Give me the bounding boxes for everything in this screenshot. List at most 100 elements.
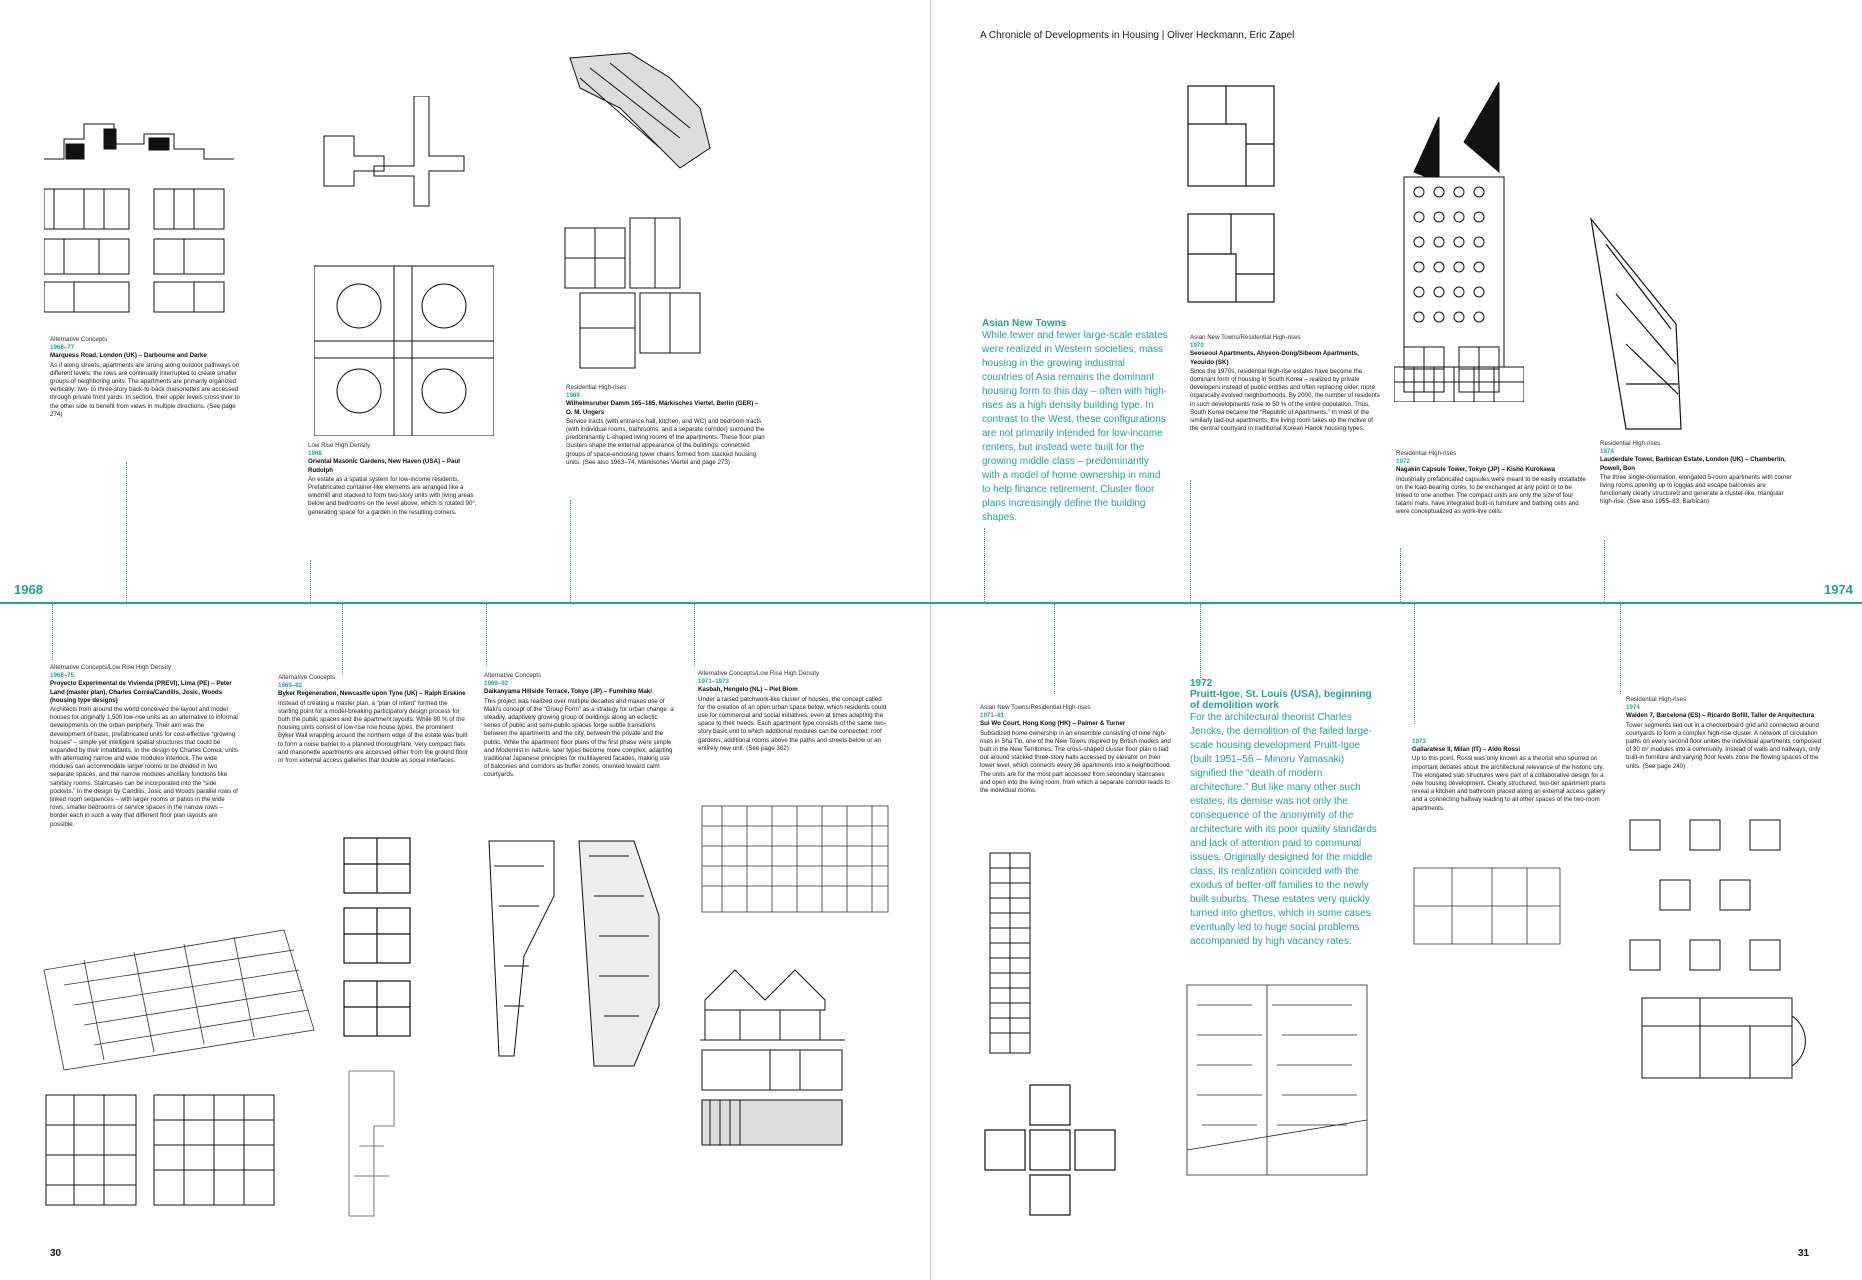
drawing-walden-7-interior [1641,997,1806,1079]
timeline-axis [0,602,1862,604]
entry-title: Nagakin Capsule Tower, Tokyo (JP) – Kish… [1396,466,1555,474]
drawing-byker-site [348,1070,395,1217]
entry-title: Oriental Masonic Gardens, New Haven (USA… [308,458,460,474]
entry-year: 1973 [1412,738,1426,745]
entry-description: Subsidized home ownership in an ensemble… [980,729,1172,794]
page-spine [930,0,931,1280]
drawing-kasbah-section [700,969,845,1146]
drawing-daikanyama-site [578,840,660,1067]
entry-year: 1968 [308,450,322,458]
connector-line [1604,540,1605,602]
entry-year: 1972 [1396,458,1410,466]
entry-category: Residential High-rises [1600,440,1661,447]
feature-title: Pruitt-Igoe, St. Louis (USA), beginning … [1190,689,1372,711]
entry-title: Walden 7, Barcelona (ES) – Ricardo Bofil… [1626,712,1815,720]
drawing-sui-wo-court-plan [984,1084,1116,1216]
entry-category: Alternative Concepts [278,674,336,681]
connector-line [984,528,985,602]
entry-previ: Alternative Concepts/Low Rise High Densi… [50,664,240,829]
connector-line [342,604,343,674]
connector-line [1054,604,1055,694]
entry-description: The three single-orientation, elongated … [1600,473,1792,506]
entry-byker-regeneration: Alternative Concepts 1969–82 Byker Regen… [278,674,468,765]
entry-kasbah: Alternative Concepts/Low Rise High Densi… [698,670,888,753]
drawing-oriental-masonic-gardens [314,96,494,436]
entry-description: Industrially prefabricated capsules were… [1396,475,1586,516]
page-number-right: 31 [1798,1248,1810,1259]
entry-category: Alternative Concepts/Low Rise High Densi… [698,670,820,677]
entry-year: 1969–82 [278,682,303,690]
entry-category: Asian New Towns/Residential High-rises [980,704,1091,711]
entry-year: 1969–92 [484,680,509,688]
page-number-left: 30 [50,1248,62,1259]
drawing-previ-plans [45,1094,275,1206]
timeline-start-year: 1968 [14,582,43,597]
connector-line [310,560,311,602]
entry-description: Since the 1970s, residential high-rise e… [1190,367,1380,433]
entry-title: Seoseoul Apartments, Ahyeon-Dong/Sibeom … [1190,350,1359,366]
entry-year: 1970 [1190,342,1204,350]
entry-description: This project was realized over multiple … [484,697,674,779]
entry-year: 1968–75 [50,672,75,680]
connector-line [126,462,127,602]
entry-year: 1974 [1600,448,1614,456]
feature-title: Asian New Towns [982,318,1067,329]
connector-line [1620,604,1621,694]
entry-marquess-road: Alternative Concepts 1968–77 Marquess Ro… [50,336,240,419]
entry-category: Alternative Concepts [484,672,542,679]
entry-title: Daikanyama Hillside Terrace, Tokyo (JP) … [484,688,652,696]
drawing-nakagin-capsule-tower [1394,82,1524,402]
entry-category: Residential High-rises [566,384,627,391]
entry-year: 1971–1973 [698,678,729,686]
feature-description: While fewer and fewer large-scale estate… [982,330,1168,523]
entry-description: As if along streets, apartments are stru… [50,361,240,418]
feature-year: 1972 [1190,678,1213,689]
connector-line [486,604,487,666]
drawing-maerkisches-viertel [564,52,711,369]
connector-line [1400,548,1401,602]
feature-pruitt-igoe: 1972 Pruitt-Igoe, St. Louis (USA), begin… [1190,678,1380,949]
entry-nakagin-capsule-tower: Residential High-rises 1972 Nagakin Caps… [1396,450,1586,517]
entry-year: 1971–81 [980,712,1005,720]
entry-description: Architects from around the world conceiv… [50,705,239,828]
entry-lauderdale-tower: Residential High-rises 1974 Lauderdale T… [1600,440,1796,507]
entry-title: Kasbah, Hengelo (NL) – Piet Blom [698,686,798,694]
entry-year: 1968–77 [50,344,75,352]
drawing-seoseoul-apartments [1187,85,1275,303]
entry-year: 1969 [566,392,580,400]
drawing-walden-7-plan [1629,819,1781,971]
entry-description: Under a raised patchwork-like cluster of… [698,695,887,752]
entry-description: An estate as a spatial system for low-in… [308,475,477,516]
connector-line [1200,604,1201,678]
entry-description: Tower segments laid out in a checkerboar… [1626,721,1822,770]
connector-line [570,500,571,602]
entry-category: Alternative Concepts/Low Rise High Densi… [50,664,172,671]
drawing-lauderdale-tower [1590,216,1682,430]
entry-title: Proyecto Experimental de Vivienda (PREVI… [50,680,232,704]
entry-seoseoul-apartments: Asian New Towns/Residential High-rises 1… [1190,334,1380,433]
entry-year: 1974 [1626,704,1640,712]
entry-description: Service tracts (with entrance hall, kitc… [566,417,765,466]
drawing-kasbah-plan [701,805,889,913]
entry-category: Residential High-rises [1396,450,1457,457]
entry-category: Low Rise High Density [308,442,371,449]
connector-line [52,604,53,660]
drawing-previ-perspective [43,929,315,1071]
running-header: A Chronicle of Developments in Housing |… [980,30,1295,41]
drawing-sui-wo-court-tower [989,852,1031,1054]
drawing-pruitt-igoe-site [1186,984,1368,1176]
entry-title: Byker Regeneration, Newcastle upon Tyne … [278,690,466,698]
entry-category: Asian New Towns/Residential High-rises [1190,334,1301,341]
entry-title: Lauderdale Tower, Barbican Estate, Londo… [1600,456,1786,472]
drawing-marquess-road [44,123,234,313]
entry-category: Residential High-rises [1626,696,1687,703]
entry-walden-7: Residential High-rises 1974 Walden 7, Ba… [1626,696,1822,771]
connector-line [694,604,695,666]
timeline-end-year: 1974 [1824,582,1853,597]
entry-title: Wilhelmsruher Damm 165–185, Märkisches V… [566,400,759,416]
entry-sui-wo-court: Asian New Towns/Residential High-rises 1… [980,704,1172,795]
connector-line [1414,604,1415,724]
entry-title: Sui Wo Court, Hong Kong (HK) – Palmer & … [980,720,1126,728]
drawing-daikanyama-plan [488,840,555,1057]
entry-daikanyama: Alternative Concepts 1969–92 Daikanyama … [484,672,674,779]
